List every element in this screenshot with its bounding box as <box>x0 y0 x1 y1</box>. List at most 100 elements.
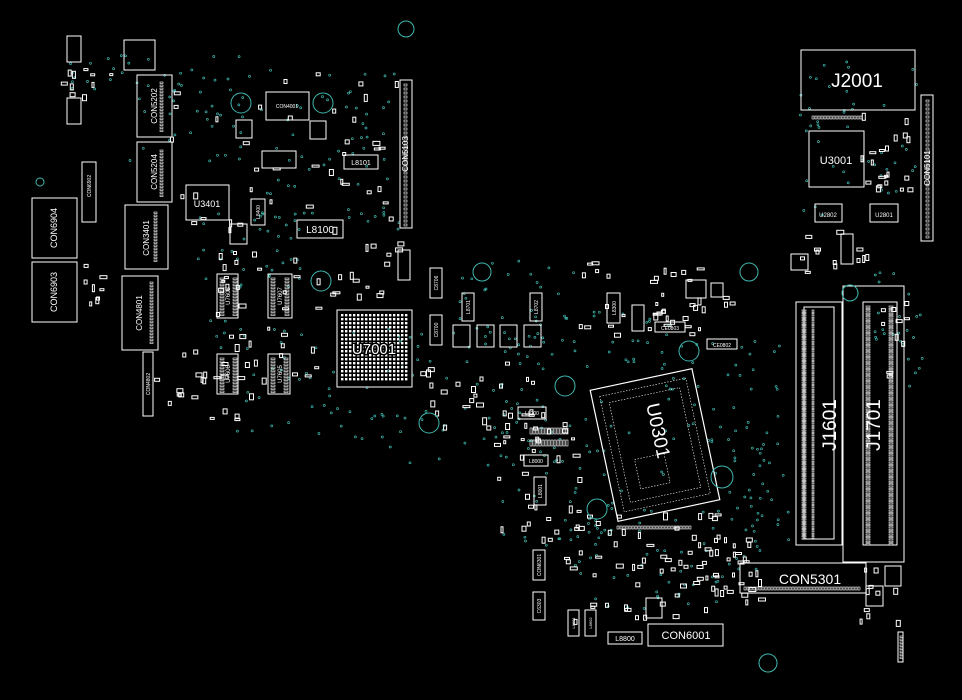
con4802-outline[interactable] <box>142 351 154 417</box>
part-outline[interactable] <box>884 565 902 587</box>
j1601-outline[interactable] <box>795 301 843 546</box>
bga-ball <box>341 370 344 373</box>
pin <box>801 468 807 470</box>
u2802-outline[interactable] <box>814 203 843 223</box>
u7606-outline[interactable] <box>216 353 239 395</box>
pin <box>811 494 815 497</box>
bga-ball <box>385 326 388 329</box>
via <box>242 268 245 271</box>
part-outline[interactable] <box>123 39 156 71</box>
con6301-outline[interactable] <box>532 549 546 581</box>
bga-ball <box>393 374 396 377</box>
c8700-outline[interactable] <box>429 314 443 346</box>
pin <box>403 131 408 135</box>
con5103-outline[interactable] <box>399 79 413 229</box>
l8602-outline[interactable] <box>584 609 597 637</box>
con6904-outline[interactable] <box>31 197 78 259</box>
ce0802-outline[interactable] <box>706 338 738 350</box>
passive-part <box>592 573 597 578</box>
passive-part <box>693 304 699 311</box>
label-u7608: U7608 <box>226 287 232 305</box>
pin <box>888 492 894 495</box>
l8601-outline[interactable] <box>567 609 580 637</box>
l8300-outline[interactable] <box>606 292 621 324</box>
part-outline[interactable] <box>897 631 904 663</box>
u7605-outline[interactable] <box>267 353 291 395</box>
pin <box>149 314 154 317</box>
part-outline[interactable] <box>66 97 82 125</box>
u2801-outline[interactable] <box>869 203 899 223</box>
l8100-outline[interactable] <box>296 219 344 239</box>
pin <box>782 586 786 591</box>
pin <box>888 459 894 462</box>
passive-part <box>641 557 646 564</box>
passive-part <box>528 413 535 417</box>
part-outline[interactable] <box>710 282 724 298</box>
pin <box>865 320 871 322</box>
part-outline[interactable] <box>235 119 253 139</box>
part-outline[interactable] <box>499 324 518 348</box>
passive-part <box>814 247 821 252</box>
con3401-outline[interactable] <box>124 204 169 270</box>
con5202-outline[interactable] <box>136 74 173 138</box>
con5204-outline[interactable] <box>136 141 173 203</box>
l8701-outline[interactable] <box>461 292 475 322</box>
l8101-outline[interactable] <box>343 154 379 170</box>
con4001-outline[interactable] <box>265 91 310 121</box>
part-outline[interactable] <box>476 324 495 348</box>
u0301-package[interactable] <box>589 367 721 523</box>
con6902-outline[interactable] <box>81 161 97 223</box>
part-outline[interactable] <box>523 324 542 348</box>
con6903-outline[interactable] <box>31 261 78 323</box>
con6001-outline[interactable] <box>647 623 724 647</box>
via <box>755 545 759 548</box>
passive-part <box>659 601 666 607</box>
l8400-outline[interactable] <box>250 198 266 226</box>
via <box>408 335 412 339</box>
pin <box>232 360 238 363</box>
via <box>544 543 548 547</box>
l8001-outline[interactable] <box>533 476 547 506</box>
con4801-outline[interactable] <box>121 275 159 351</box>
u7001-outline[interactable] <box>336 309 413 388</box>
via <box>914 371 917 375</box>
part-outline[interactable] <box>631 304 645 332</box>
u7607-outline[interactable] <box>267 273 293 319</box>
pin <box>149 284 154 287</box>
part-outline[interactable] <box>229 223 248 245</box>
via <box>106 57 110 60</box>
part-outline[interactable] <box>865 585 884 607</box>
u7608-outline[interactable] <box>216 273 239 319</box>
pin <box>817 115 821 120</box>
l8000-outline[interactable] <box>523 454 549 467</box>
l8800-outline[interactable] <box>607 631 643 645</box>
bga-ball <box>377 322 380 325</box>
part-outline[interactable] <box>66 35 82 63</box>
l8200-outline[interactable] <box>517 406 547 420</box>
part-outline[interactable] <box>452 324 471 348</box>
part-outline[interactable] <box>840 233 854 265</box>
part-outline[interactable] <box>685 279 707 299</box>
con5101-outline[interactable] <box>920 94 934 242</box>
pin <box>232 277 238 280</box>
ce0803-outline[interactable] <box>654 321 686 333</box>
pin <box>153 223 158 226</box>
part-outline[interactable] <box>261 150 297 169</box>
u3401-outline[interactable] <box>185 184 230 221</box>
via <box>747 488 751 492</box>
c8706-outline[interactable] <box>429 267 443 299</box>
part-outline[interactable] <box>790 253 809 271</box>
part-outline[interactable] <box>645 597 663 619</box>
passive-part <box>173 104 179 109</box>
u3001-outline[interactable] <box>808 130 865 188</box>
passive-part <box>99 275 108 280</box>
part-outline[interactable] <box>397 249 411 281</box>
part-outline[interactable] <box>309 120 327 140</box>
via <box>484 342 487 346</box>
l8702-outline[interactable] <box>529 292 543 322</box>
pin <box>529 427 533 435</box>
j2001-outline[interactable] <box>800 49 916 111</box>
c6303-outline[interactable] <box>532 591 546 621</box>
con5301-outline[interactable] <box>739 562 867 594</box>
j1701-outline[interactable] <box>842 285 905 563</box>
